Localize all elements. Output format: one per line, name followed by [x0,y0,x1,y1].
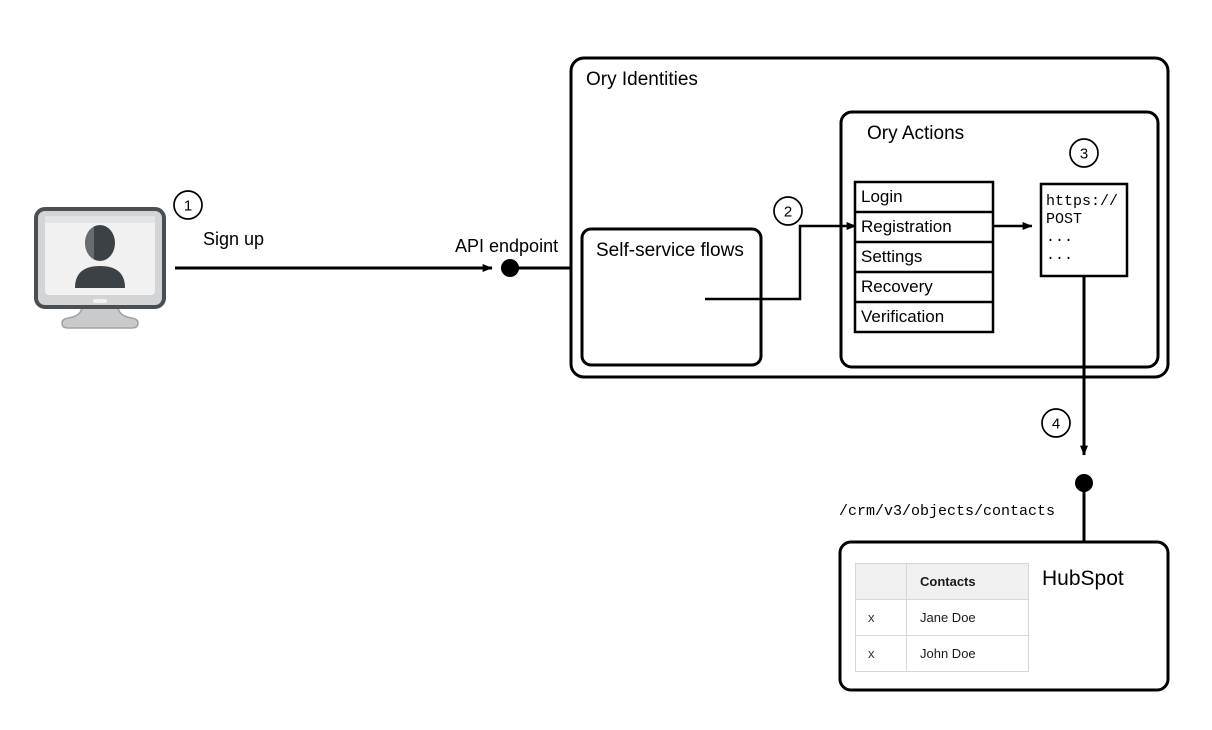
step-badge-1-label: 1 [184,198,192,215]
table-header-mark [855,563,907,600]
self-service-flows-box [580,227,763,367]
hubspot-title: HubSpot [1042,567,1124,590]
api-endpoint-label: API endpoint [455,236,559,256]
table-cell-name: John Doe [906,635,1029,672]
webhook-box [1039,182,1129,278]
flow-item-login[interactable]: Login [861,187,903,206]
step-badge-3: 3 [1069,138,1099,168]
hubspot-contacts-table: Contacts x Jane Doe x John Doe [855,563,1029,672]
table-cell-name: Jane Doe [906,599,1029,636]
step-badge-1: 1 [173,190,203,220]
api-endpoint-dot [501,259,519,277]
signup-label: Sign up [203,229,265,249]
table-cell-mark: x [855,635,907,672]
step-badge-2: 2 [773,196,803,226]
crm-path-label: /crm/v3/objects/contacts [839,503,1056,520]
user-monitor-icon [34,207,166,329]
flow-item-registration[interactable]: Registration [861,217,952,236]
ory-identities-title: Ory Identities [586,69,698,90]
flow-list [853,180,995,334]
webhook-line-method: POST [1046,211,1083,228]
table-header-row: Contacts [855,563,1029,600]
step-badge-4-label: 4 [1052,416,1060,433]
table-header-contacts: Contacts [906,563,1029,600]
step-badge-2-label: 2 [784,204,792,221]
webhook-line-url: https:// [1046,193,1119,210]
self-service-flows-title: Self-service flows [596,240,744,261]
flow-item-recovery[interactable]: Recovery [861,277,933,296]
step-badge-3-label: 3 [1080,146,1088,163]
flow-item-settings[interactable]: Settings [861,247,923,266]
flow-item-verification[interactable]: Verification [861,307,945,326]
table-row[interactable]: x Jane Doe [855,599,1029,636]
table-cell-mark: x [855,599,907,636]
self-service-to-registration-connector [705,224,845,301]
webhook-line-body-1: ... [1046,229,1074,246]
webhook-line-body-2: ... [1046,247,1074,264]
step-badge-4: 4 [1041,408,1071,438]
ory-actions-title: Ory Actions [867,123,965,144]
table-row[interactable]: x John Doe [855,635,1029,672]
